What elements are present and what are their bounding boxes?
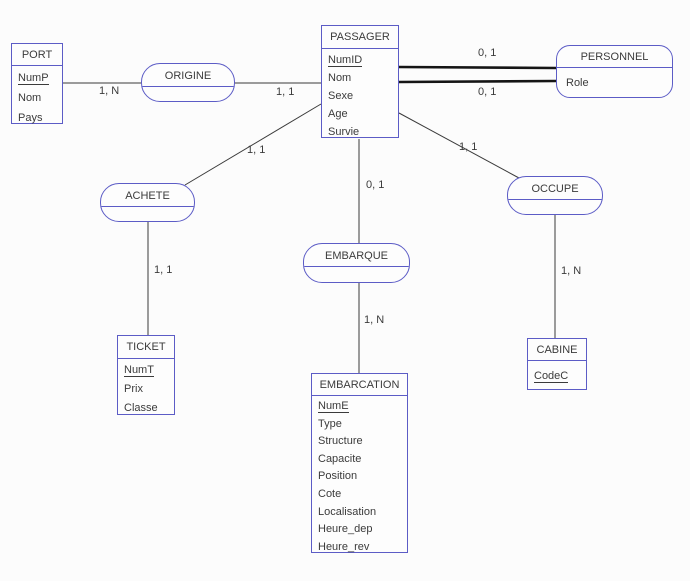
attribute-row: Position	[312, 468, 407, 486]
attribute-structure: Structure	[318, 435, 363, 448]
entity-personnel: PERSONNEL Role	[556, 45, 673, 98]
cardinality-origine-passager: 1, 1	[276, 86, 295, 98]
entity-port-title: PORT	[12, 44, 62, 66]
attribute-row: NumE	[312, 398, 407, 416]
entity-ticket: TICKET NumT Prix Classe	[117, 335, 175, 415]
cardinality-embarque-embarcation: 1, N	[364, 314, 385, 326]
entity-embarcation: EMBARCATION NumE Type Structure Capacite…	[311, 373, 408, 553]
relationship-divider	[101, 206, 194, 207]
attribute-position: Position	[318, 470, 358, 483]
attribute-row: Survie	[322, 123, 398, 141]
attribute-numP: NumP	[18, 72, 49, 85]
attribute-numE: NumE	[318, 400, 349, 413]
attribute-heure-dep: Heure_dep	[318, 523, 373, 536]
attribute-role: Role	[566, 77, 589, 89]
connector-passager-achete	[184, 103, 322, 186]
attribute-nom: Nom	[18, 92, 42, 104]
attribute-row: Age	[322, 105, 398, 123]
cardinality-occupe-cabine: 1, N	[561, 265, 582, 277]
relationship-divider	[508, 199, 602, 200]
entity-passager-title: PASSAGER	[322, 26, 398, 49]
attribute-row: Prix	[118, 380, 174, 399]
entity-cabine: CABINE CodeC	[527, 338, 587, 390]
connector-passager-personnel-bottom	[398, 79, 557, 84]
attribute-row: Heure_dep	[312, 521, 407, 539]
cardinality-passager-personnel-top: 0, 1	[478, 47, 497, 59]
relationship-divider	[142, 86, 234, 87]
attribute-classe: Classe	[124, 402, 158, 414]
cardinality-passager-occupe: 1, 1	[459, 141, 478, 153]
attribute-codeC: CodeC	[534, 370, 569, 383]
connector-passager-personnel-top	[398, 65, 557, 70]
relationship-divider	[304, 266, 409, 267]
cardinality-achete-ticket: 1, 1	[154, 264, 173, 276]
connector-passager-occupe	[398, 112, 520, 179]
relationship-origine: ORIGINE	[141, 63, 235, 102]
attribute-pays: Pays	[18, 112, 43, 124]
attribute-row: Nom	[12, 88, 62, 108]
attribute-sexe: Sexe	[328, 90, 354, 102]
attribute-row: NumID	[322, 51, 398, 69]
relationship-achete: ACHETE	[100, 183, 195, 222]
attribute-row: Role	[557, 70, 672, 97]
attribute-row: Classe	[118, 399, 174, 418]
attribute-row: Heure_rev	[312, 539, 407, 557]
attribute-row: Nom	[322, 69, 398, 87]
attribute-heure-rev: Heure_rev	[318, 540, 370, 553]
attribute-row: NumP	[12, 68, 62, 88]
entity-embarcation-title: EMBARCATION	[312, 374, 407, 396]
cardinality-passager-embarque: 0, 1	[366, 179, 385, 191]
cardinality-passager-personnel-bottom: 0, 1	[478, 86, 497, 98]
entity-port: PORT NumP Nom Pays	[11, 43, 63, 124]
relationship-achete-title: ACHETE	[125, 190, 170, 202]
attribute-row: CodeC	[528, 363, 586, 390]
attribute-localisation: Localisation	[318, 505, 377, 518]
relationship-occupe: OCCUPE	[507, 176, 603, 215]
attribute-capacite: Capacite	[318, 452, 362, 465]
attribute-numT: NumT	[124, 364, 154, 377]
relationship-embarque-title: EMBARQUE	[325, 250, 388, 262]
relationship-origine-title: ORIGINE	[164, 70, 212, 82]
attribute-age: Age	[328, 108, 348, 120]
attribute-row: Sexe	[322, 87, 398, 105]
cardinality-passager-achete: 1, 1	[247, 144, 266, 156]
attribute-row: Structure	[312, 433, 407, 451]
attribute-prix: Prix	[124, 383, 143, 395]
attribute-row: NumT	[118, 361, 174, 380]
attribute-nom: Nom	[328, 72, 352, 84]
attribute-row: Pays	[12, 108, 62, 128]
cardinality-port-origine: 1, N	[99, 85, 120, 97]
entity-personnel-title: PERSONNEL	[557, 46, 672, 68]
attribute-row: Type	[312, 416, 407, 434]
entity-cabine-title: CABINE	[528, 339, 586, 361]
attribute-row: Capacite	[312, 451, 407, 469]
attribute-type: Type	[318, 417, 342, 430]
attribute-row: Localisation	[312, 504, 407, 522]
attribute-cote: Cote	[318, 487, 342, 500]
attribute-numID: NumID	[328, 54, 363, 67]
relationship-occupe-title: OCCUPE	[531, 183, 579, 195]
entity-passager: PASSAGER NumID Nom Sexe Age Survie	[321, 25, 399, 138]
attribute-survie: Survie	[328, 126, 360, 138]
attribute-row: Cote	[312, 486, 407, 504]
entity-ticket-title: TICKET	[118, 336, 174, 359]
relationship-embarque: EMBARQUE	[303, 243, 410, 283]
